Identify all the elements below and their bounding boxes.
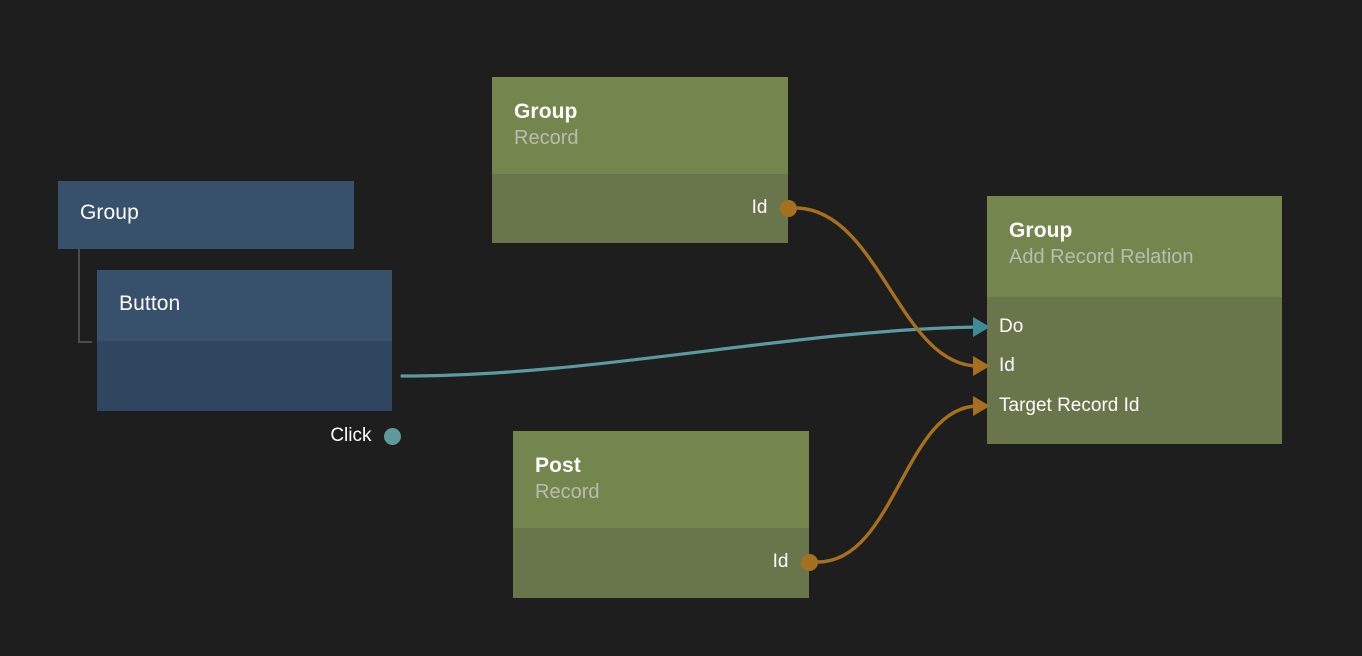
node-add-record-relation-header: Group Add Record Relation <box>987 196 1282 297</box>
node-button-element-body: Click <box>97 341 401 446</box>
node-post-record[interactable]: Post Record Id <box>513 431 818 598</box>
port-target-record-id-label: Target Record Id <box>999 395 1140 416</box>
port-do-label: Do <box>999 316 1024 337</box>
port-target-record-id-arrow-icon[interactable] <box>973 396 990 416</box>
node-group-record[interactable]: Group Record Id <box>492 77 797 243</box>
port-post-record-id-output[interactable]: Id <box>772 551 818 573</box>
node-group-record-title: Group <box>514 100 578 123</box>
node-button-element[interactable]: Button Click <box>97 270 401 446</box>
node-post-record-header: Post Record <box>513 431 809 528</box>
hierarchy-connector <box>78 249 92 343</box>
node-group-element-title: Group <box>80 201 139 224</box>
node-group-record-header: Group Record <box>492 77 788 174</box>
port-do-input[interactable]: Do <box>973 316 1024 338</box>
node-group-record-body: Id <box>492 174 797 243</box>
node-add-record-relation[interactable]: Group Add Record Relation Do Id Target R… <box>973 196 1282 444</box>
port-id-label: Id <box>999 355 1015 376</box>
node-button-element-title: Button <box>119 292 181 315</box>
port-post-record-id-dot[interactable] <box>800 553 818 571</box>
node-button-element-header: Button <box>97 270 392 341</box>
edge-click-to-do <box>400 325 980 378</box>
node-add-record-relation-title: Group <box>1009 219 1073 242</box>
node-post-record-title: Post <box>535 454 581 477</box>
node-group-element-header: Group <box>58 181 354 249</box>
node-group-record-subtitle: Record <box>514 127 579 149</box>
node-add-record-relation-body: Do Id Target Record Id <box>973 297 1282 444</box>
port-id-arrow-icon[interactable] <box>973 356 990 376</box>
port-target-record-id-input[interactable]: Target Record Id <box>973 395 1140 417</box>
node-group-element[interactable]: Group <box>58 181 354 249</box>
edge-groupid-to-id <box>796 206 980 368</box>
port-post-record-id-label: Id <box>772 551 789 572</box>
node-post-record-subtitle: Record <box>535 481 600 503</box>
port-click-label: Click <box>330 425 372 446</box>
node-post-record-body: Id <box>513 528 818 598</box>
port-click-dot[interactable] <box>383 427 401 445</box>
edge-postid-to-targetid <box>816 404 980 564</box>
port-click-output[interactable]: Click <box>330 425 401 447</box>
port-do-arrow-icon[interactable] <box>973 317 990 337</box>
port-group-record-id-dot[interactable] <box>779 199 797 217</box>
port-id-input[interactable]: Id <box>973 355 1015 377</box>
port-group-record-id-label: Id <box>751 197 768 218</box>
port-group-record-id-output[interactable]: Id <box>751 197 797 219</box>
node-add-record-relation-subtitle: Add Record Relation <box>1009 246 1194 268</box>
